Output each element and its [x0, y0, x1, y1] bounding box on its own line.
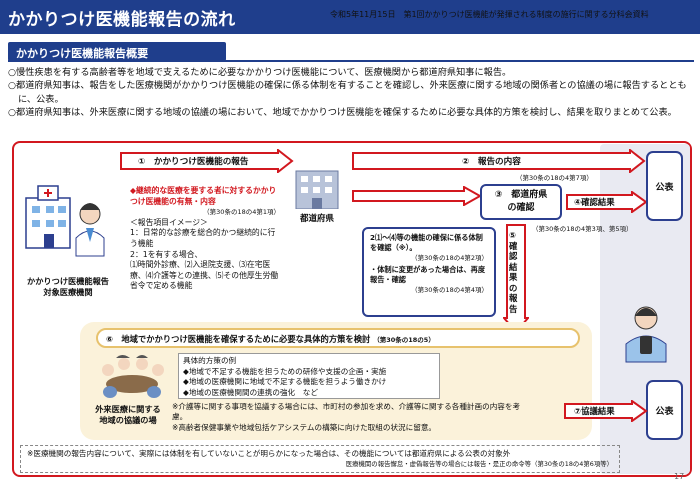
institution-label: かかりつけ医機能報告 対象医療機関: [27, 276, 109, 297]
step1-label: ① かかりつけ医機能の報告: [138, 157, 249, 167]
overview-bullet: ○都道府県知事は、報告をした医療機関がかかりつけ医機能の確保に係る体制を有するこ…: [8, 80, 687, 105]
report-items-heading: ◆継続的な医療を要する者に対するかかりつけ医機能の有無・内容: [130, 186, 277, 206]
flow-frame: [12, 141, 692, 477]
measure-item: ◆地域の医療機関間の連携の強化 など: [183, 387, 318, 397]
footer-note: ※医療機関の報告内容について、実際には体制を有していないことが明らかになった場合…: [27, 449, 511, 458]
publish-box-top: 公表: [646, 151, 683, 221]
title-bar: [0, 0, 700, 34]
citizen-phone-illustration: [625, 306, 667, 363]
step1-arrow: [120, 149, 294, 173]
step7-label: ⑦協議結果: [574, 406, 615, 416]
confirm-box: 2⑴～⑷等の機能の確保に係る体制を確認（※）。 （第30条の18の4第2項） ・…: [362, 227, 496, 317]
step7-arrow: [564, 400, 648, 422]
footer-note-box: ※医療機関の報告内容について、実際には体制を有していないことが明らかになった場合…: [20, 445, 620, 473]
measure-item: ◆地域の医療機関に地域で不足する機能を担うよう働きかけ: [183, 377, 387, 387]
confirm-ref1: （第30条の18の4第2項）: [411, 254, 488, 262]
step2-ref: （第30条の18の4第7項）: [516, 174, 593, 182]
step5-label: ⑤確認結果の報告: [509, 230, 518, 314]
step6-box: ⑥ 地域でかかりつけ医機能を確保するために必要な具体的方策を検討 （第30条の1…: [96, 328, 580, 348]
divider: [8, 60, 694, 62]
overview-heading: かかりつけ医機能報告概要: [16, 47, 149, 60]
step3-box: ③ 都道府県 の確認: [480, 184, 562, 220]
step4-arrow: [566, 191, 648, 213]
prefecture-label: 都道府県: [299, 214, 334, 224]
overview-bullet: ○都道府県知事は、外来医療に関する地域の協議の場において、地域でかかりつけ医機能…: [8, 107, 677, 119]
step4-label: ④確認結果: [574, 197, 615, 207]
prefecture-building-icon: [295, 170, 339, 209]
publish-box-bottom: 公表: [646, 380, 683, 440]
consult-notes: ※介護等に関する事項を協議する場合には、市町村の参加を求め、介護等に関する各種計…: [172, 402, 524, 433]
report-items-ref: （第30条の18の4第1項）: [203, 208, 280, 217]
report-item-2: 2：1を有する場合、: [130, 249, 203, 259]
meeting-meta: 令和5年11月15日 第1回かかりつけ医機能が発揮される制度の施行に関する分科会…: [330, 10, 649, 19]
overview-heading-bar: [8, 42, 226, 61]
report-items: ◆継続的な医療を要する者に対するかかりつけ医機能の有無・内容 （第30条の18の…: [130, 186, 280, 292]
overview-bullet: ○慢性疾患を有する高齢者等を地域で支えるために必要なかかりつけ医機能について、医…: [8, 67, 512, 78]
confirm-ref2: （第30条の18の4第4項）: [411, 286, 488, 294]
hospital-doctor-illustration: [25, 185, 105, 257]
step4-ref: （第30条の18の4第3項、第5項）: [532, 225, 633, 233]
step3-connector: [352, 186, 482, 206]
measures-heading: 具体的方策の例: [183, 356, 237, 365]
step2-label: ② 報告の内容: [462, 157, 521, 167]
page-number: 17: [674, 472, 685, 481]
step6-label: ⑥ 地域でかかりつけ医機能を確保するために必要な具体的方策を検討: [106, 334, 371, 344]
consult-label: 外来医療に関する 地域の協議の場: [95, 404, 161, 425]
confirm-line2: ・体制に変更があった場合は、再度報告・確認: [370, 265, 486, 284]
measure-item: ◆地域で不足する機能を担うための研修や支援の企画・実施: [183, 366, 387, 376]
report-item-1: 1：日常的な診療を総合的かつ継続的に行う機能: [130, 228, 276, 248]
overview-text: ○慢性疾患を有する高齢者等を地域で支えるために必要なかかりつけ医機能について、医…: [8, 66, 698, 120]
consult-note: ※介護等に関する事項を協議する場合には、市町村の参加を求め、介護等に関する各種計…: [172, 402, 521, 422]
page-title: かかりつけ医機能報告の流れ: [8, 10, 236, 30]
report-item-2-detail: ⑴時間外診療、⑵入退院支援、⑶在宅医療、⑷介護等との連携、⑸その他厚生労働省令で…: [130, 260, 279, 291]
footer-note-sub: 医療機関の報告懈怠・虚偽報告等の場合には報告・是正の命令等（第30条の18の4第…: [345, 460, 613, 468]
report-items-image-label: ＜報告項目イメージ＞: [130, 217, 208, 227]
step6-ref: （第30条の18の5）: [373, 336, 435, 344]
step2-arrow: [352, 149, 646, 173]
consult-note: ※高齢者保健事業や地域包括ケアシステムの構築に向けた取組の状況に留意。: [172, 422, 437, 432]
confirm-line1: 2⑴～⑷等の機能の確保に係る体制を確認（※）。: [370, 233, 483, 252]
meeting-illustration: [102, 355, 164, 398]
measures-box: 具体的方策の例 ◆地域で不足する機能を担うための研修や支援の企画・実施 ◆地域の…: [178, 353, 440, 399]
